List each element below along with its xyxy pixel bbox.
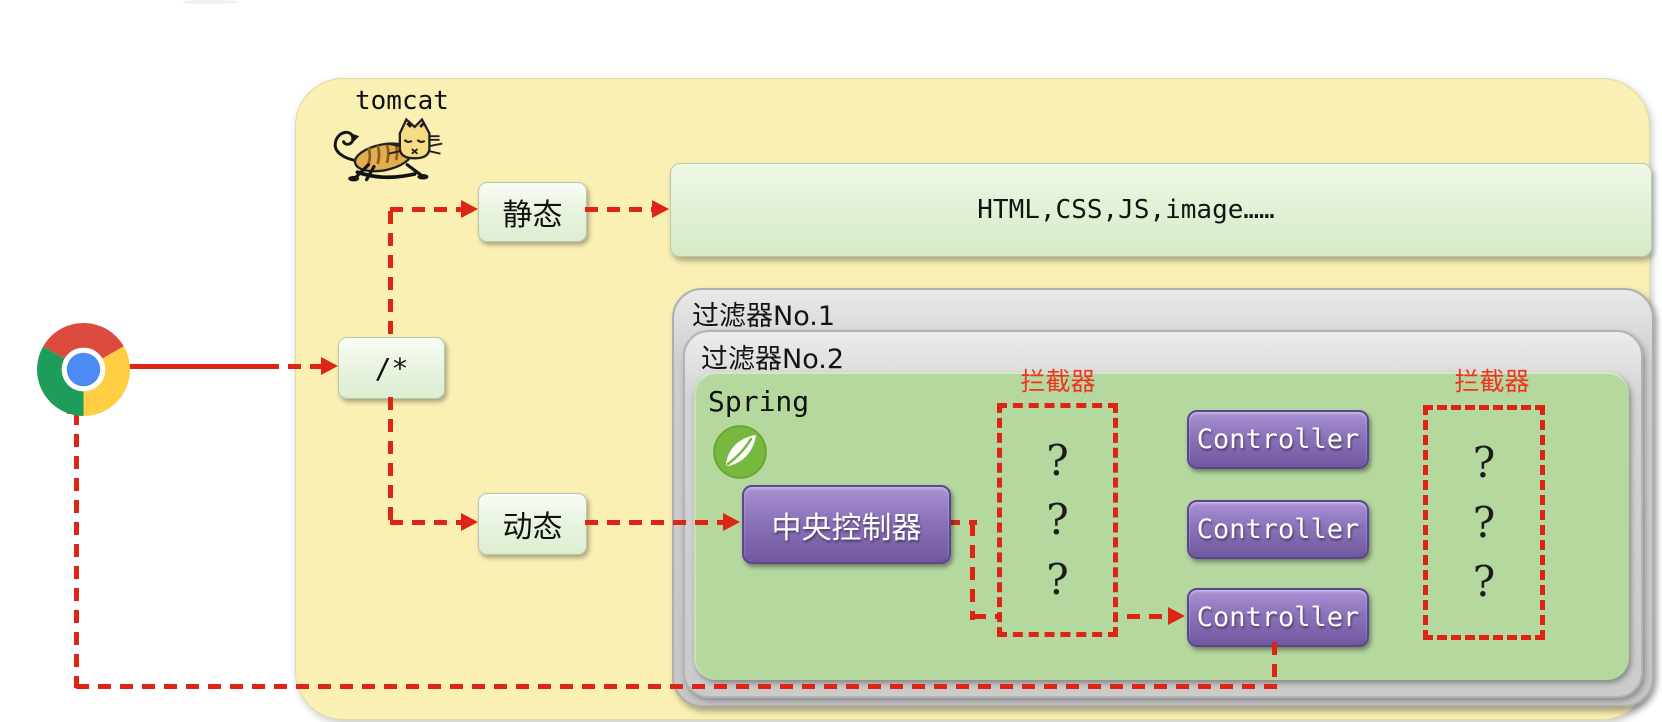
central-controller-box: 中央控制器: [742, 485, 951, 564]
interceptor-2-label: 拦截器: [1454, 367, 1530, 396]
path-static-to-resources: [585, 207, 653, 212]
spring-leaf-icon: [713, 425, 767, 479]
path-central-exit: [947, 520, 977, 525]
screen-artifact: [182, 0, 238, 4]
arrowhead-central-controller: [723, 513, 740, 531]
tomcat-cat-icon: [326, 110, 446, 190]
root-path-label: /*: [374, 351, 409, 385]
static-resources-box: HTML,CSS,JS,image……: [670, 163, 1652, 257]
question-mark: ?: [1046, 495, 1069, 544]
path-return-horizontal: [76, 684, 1277, 689]
chrome-browser-icon: [37, 323, 130, 416]
controller-box-1: Controller: [1187, 410, 1369, 469]
static-resources-label: HTML,CSS,JS,image……: [977, 195, 1275, 225]
controller-2-label: Controller: [1196, 514, 1360, 545]
static-route-box: 静态: [478, 182, 587, 242]
question-mark: ?: [1046, 435, 1069, 485]
path-controller3-down: [1272, 642, 1277, 688]
arrowhead-static: [461, 200, 478, 218]
controller-box-2: Controller: [1187, 500, 1369, 559]
path-central-down: [970, 523, 975, 620]
path-to-static: [390, 207, 462, 212]
question-mark: ?: [1472, 437, 1496, 487]
path-dynamic-to-central: [585, 520, 725, 525]
arrowhead-root-path: [321, 357, 338, 375]
controller-box-3: Controller: [1187, 588, 1369, 647]
controller-3-label: Controller: [1196, 602, 1360, 633]
static-route-label: 静态: [502, 198, 563, 233]
root-path-box: /*: [338, 337, 445, 399]
question-mark: ?: [1472, 497, 1496, 547]
path-browser-request-dashed: [266, 364, 322, 369]
tomcat-title: tomcat: [355, 86, 449, 116]
path-root-to-static: [388, 211, 393, 337]
interceptor-box-2: ? ? ?: [1423, 405, 1545, 640]
filter-1-label: 过滤器No.1: [692, 301, 836, 332]
arrowhead-dynamic: [461, 513, 478, 531]
arrowhead-controller-3: [1168, 607, 1185, 625]
path-browser-request-solid: [122, 364, 266, 369]
path-to-dynamic: [390, 520, 462, 525]
path-return-up: [74, 412, 79, 688]
arrowhead-resources: [652, 200, 669, 218]
dynamic-route-box: 动态: [478, 493, 587, 555]
question-mark: ?: [1472, 557, 1496, 607]
controller-1-label: Controller: [1196, 424, 1360, 455]
interceptor-box-1: ? ? ?: [997, 403, 1118, 637]
central-controller-label: 中央控制器: [771, 510, 922, 546]
dynamic-route-label: 动态: [502, 510, 563, 545]
question-mark: ?: [1046, 554, 1069, 604]
filter-2-label: 过滤器No.2: [701, 344, 845, 375]
path-root-to-dynamic: [388, 397, 393, 523]
interceptor-1-label: 拦截器: [1020, 367, 1096, 396]
spring-title: Spring: [708, 385, 810, 418]
